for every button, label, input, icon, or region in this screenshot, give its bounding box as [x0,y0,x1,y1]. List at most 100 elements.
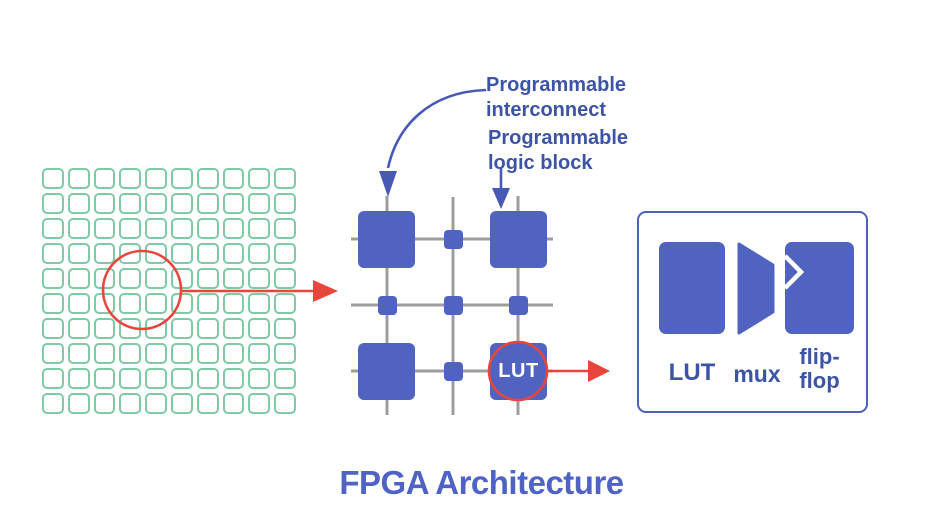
logic-cell [93,343,116,364]
logic-cell [248,168,271,189]
logic-cell [196,218,219,239]
logic-cell [93,193,116,214]
lut-block-label: LUT [498,360,539,382]
clock-notch-icon [785,254,805,290]
logic-cell [93,243,116,264]
switch-block [444,362,463,381]
logic-cell [196,293,219,314]
logic-cell [93,293,116,314]
logic-block-detail-box: LUT mux flip-flop [637,211,868,413]
legend-flipflop-label: flip-flop [799,344,840,393]
logic-cell [274,193,296,214]
logic-cell [67,393,90,414]
logic-cell [196,343,219,364]
logic-cell [93,318,116,339]
logic-cell [170,218,193,239]
logic-cell [222,218,245,239]
legend-mux-label: mux [733,361,781,387]
logic-cell [145,393,167,414]
logic-cell [170,393,193,414]
logic-block [358,343,415,400]
logic-cell [145,193,167,214]
interconnect-callout-arrow [386,88,487,169]
logic-cell [119,368,142,389]
lut-shape [659,242,725,334]
logic-cell [145,218,167,239]
logic-cell [222,243,245,264]
logic-cell [42,343,64,364]
logic-cell [196,168,219,189]
logic-cell [248,268,271,289]
logic-cell [119,343,142,364]
logic-cell [119,168,142,189]
logic-cell [248,393,271,414]
logic-cell [170,268,193,289]
logic-cell [93,393,116,414]
logic-cell [170,168,193,189]
logic-cell [222,168,245,189]
logic-cell [42,243,64,264]
legend-lut-label: LUT [668,359,716,386]
logic-cell [42,193,64,214]
logic-cell [196,268,219,289]
logic-cell [42,318,64,339]
logic-cell [67,293,90,314]
logic-cell [145,268,167,289]
logic-cell [93,218,116,239]
logic-cell [170,243,193,264]
logic-cell [67,268,90,289]
logic-cell [170,293,193,314]
logic-cell [145,343,167,364]
logic-cell [119,393,142,414]
interconnect-label: Programmable interconnect [486,74,627,121]
logic-cell [222,318,245,339]
logic-cell [248,368,271,389]
logic-cell [119,293,142,314]
switch-block [444,296,463,315]
logic-cell [67,318,90,339]
logic-cell [42,268,64,289]
logic-cell [274,268,296,289]
mux-shape [737,242,775,335]
logic-cell [170,343,193,364]
switch-block [444,230,463,249]
logic-cell [274,393,296,414]
logic-cell [42,368,64,389]
logic-cell [42,218,64,239]
logic-cell [67,168,90,189]
logic-cell [248,193,271,214]
logic-cell [196,243,219,264]
logic-cell [119,268,142,289]
logic-cell [93,168,116,189]
logic-cell [222,268,245,289]
logic-cell [67,243,90,264]
logic-cell [274,368,296,389]
lut-zoom-arrowhead-icon [588,360,610,382]
fpga-cell-grid [42,168,296,414]
logic-cell [145,168,167,189]
lut-block: LUT [490,343,547,400]
logic-cell [196,193,219,214]
logic-cell [274,243,296,264]
logic-cell [145,243,167,264]
logic-cell [119,318,142,339]
logic-cell [274,318,296,339]
logic-cell [170,368,193,389]
logic-cell [93,268,116,289]
logic-cell [67,368,90,389]
logic-cell [170,193,193,214]
logic-cell [274,293,296,314]
logic-cell [222,393,245,414]
logic-cell [248,218,271,239]
logic-cell [274,343,296,364]
logic-cell [274,218,296,239]
logic-cell [42,168,64,189]
logic-cell [42,293,64,314]
logic-cell [119,218,142,239]
logic-cell [196,368,219,389]
logic-cell [196,318,219,339]
logic-block [490,211,547,268]
logic-block-label: Programmable logic block [488,127,629,174]
logic-cell [93,368,116,389]
